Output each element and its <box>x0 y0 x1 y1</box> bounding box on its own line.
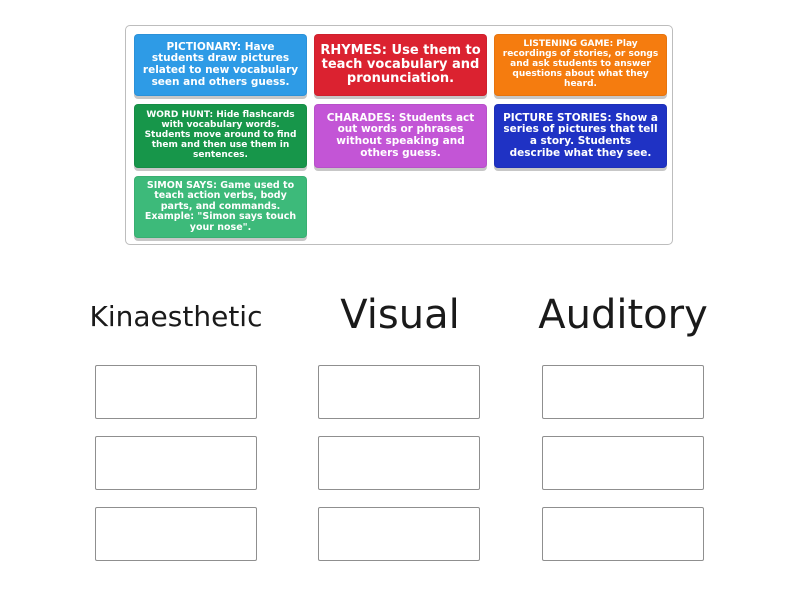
card-picture-stories[interactable]: PICTURE STORIES: Show a series of pictur… <box>494 104 667 168</box>
drop-slot-auditory-2[interactable] <box>542 436 704 490</box>
drop-slot-kinaesthetic-3[interactable] <box>95 507 257 561</box>
card-text: Game used to teach action verbs, body pa… <box>144 179 297 233</box>
card-text: Hide flashcards with vocabulary words. S… <box>144 110 297 160</box>
drop-slot-visual-2[interactable] <box>318 436 480 490</box>
card-text: Use them to teach vocabulary and pronunc… <box>321 42 481 87</box>
drop-slot-kinaesthetic-1[interactable] <box>95 365 257 419</box>
column-heading-auditory: Auditory <box>538 292 708 338</box>
card-keyword: WORD HUNT: <box>146 110 214 121</box>
card-listening-game[interactable]: LISTENING GAME: Play recordings of stori… <box>494 34 667 96</box>
card-word-hunt[interactable]: WORD HUNT: Hide flashcards with vocabula… <box>134 104 307 168</box>
card-simon-says[interactable]: SIMON SAYS: Game used to teach action ve… <box>134 176 307 238</box>
card-keyword: LISTENING GAME: <box>523 39 614 50</box>
card-keyword: PICTURE STORIES: <box>503 111 612 124</box>
drop-slot-kinaesthetic-2[interactable] <box>95 436 257 490</box>
card-keyword: RHYMES: <box>320 42 387 58</box>
card-text: Students act out words or phrases withou… <box>336 111 475 159</box>
drop-slot-visual-1[interactable] <box>318 365 480 419</box>
card-rhymes[interactable]: RHYMES: Use them to teach vocabulary and… <box>314 34 487 96</box>
drop-slot-auditory-1[interactable] <box>542 365 704 419</box>
card-text: Play recordings of stories, or songs and… <box>502 39 659 89</box>
column-heading-visual: Visual <box>340 292 460 338</box>
card-charades[interactable]: CHARADES: Students act out words or phra… <box>314 104 487 168</box>
column-heading-kinaesthetic: Kinaesthetic <box>89 300 263 333</box>
drop-slot-auditory-3[interactable] <box>542 507 704 561</box>
card-text: Have students draw pictures related to n… <box>142 40 299 88</box>
card-keyword: PICTIONARY: <box>166 40 242 53</box>
drop-slot-visual-3[interactable] <box>318 507 480 561</box>
card-text: Show a series of pictures that tell a st… <box>503 111 658 159</box>
card-pictionary[interactable]: PICTIONARY: Have students draw pictures … <box>134 34 307 96</box>
card-keyword: SIMON SAYS: <box>146 179 217 191</box>
card-keyword: CHARADES: <box>326 111 396 124</box>
